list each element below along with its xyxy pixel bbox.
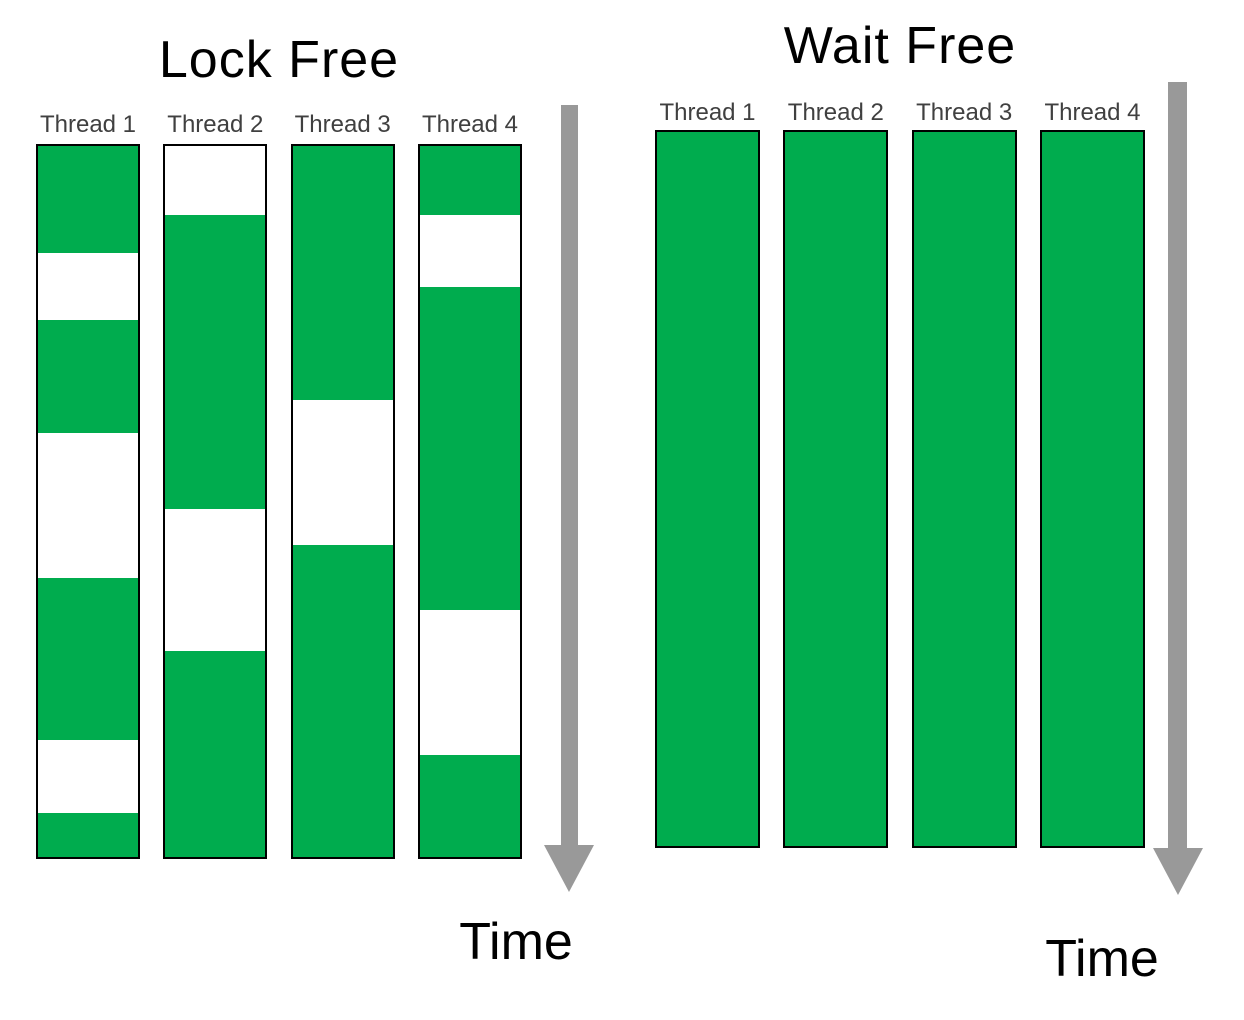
- segment-waiting: [38, 740, 138, 813]
- thread-label: Thread 3: [916, 99, 1013, 126]
- thread-label: Thread 1: [659, 99, 756, 126]
- segment-waiting: [165, 146, 266, 215]
- thread: Thread 3: [911, 96, 1017, 848]
- segment-running: [1041, 132, 1143, 846]
- segment-waiting: [38, 253, 138, 321]
- wait-free-thread-columns: Thread 1 Thread 2 Thread 3 Thread 4: [655, 96, 1145, 848]
- segment-running: [38, 320, 138, 433]
- thread-column: [290, 144, 395, 859]
- segment-waiting: [419, 214, 520, 288]
- thread: Thread 2: [783, 96, 889, 848]
- segment-waiting: [38, 432, 138, 578]
- segment-running: [419, 755, 520, 857]
- segment-running: [165, 214, 266, 510]
- thread: Thread 1: [36, 106, 140, 859]
- segment-running: [165, 650, 266, 857]
- segment-running: [419, 287, 520, 611]
- time-arrow-head-right-icon: [1153, 848, 1203, 895]
- segment-running: [785, 132, 887, 846]
- segment-running: [913, 132, 1015, 846]
- segment-running: [38, 812, 138, 857]
- thread-column: [911, 130, 1017, 848]
- thread: Thread 3: [290, 106, 395, 859]
- thread-column: [417, 144, 522, 859]
- segment-running: [657, 132, 758, 846]
- thread-label: Thread 2: [787, 99, 884, 126]
- thread-label: Thread 1: [39, 111, 137, 138]
- segment-waiting: [292, 399, 393, 545]
- thread: Thread 2: [163, 106, 268, 859]
- wait-free-title: Wait Free: [783, 17, 1017, 75]
- time-arrow-shaft-right: [1168, 82, 1187, 848]
- time-arrow-shaft-left: [561, 105, 578, 845]
- thread-label: Thread 4: [421, 111, 519, 138]
- thread: Thread 4: [1039, 96, 1145, 848]
- time-label-right: Time: [1045, 930, 1159, 988]
- thread: Thread 1: [655, 96, 760, 848]
- segment-running: [292, 146, 393, 400]
- segment-running: [419, 146, 520, 215]
- thread-label: Thread 3: [294, 111, 391, 138]
- thread-column: [783, 130, 889, 848]
- thread-column: [1039, 130, 1145, 848]
- thread-label: Thread 2: [167, 111, 264, 138]
- lock-free-thread-columns: Thread 1 Thread 2 Thread 3 Thread 4: [36, 106, 522, 859]
- segment-running: [38, 577, 138, 741]
- thread-column: [655, 130, 760, 848]
- segment-running: [292, 544, 393, 857]
- thread-column: [163, 144, 268, 859]
- segment-waiting: [419, 610, 520, 756]
- lock-free-title: Lock Free: [158, 31, 400, 89]
- segment-running: [38, 146, 138, 254]
- time-label-left: Time: [459, 913, 573, 971]
- segment-waiting: [165, 509, 266, 651]
- time-arrow-head-left-icon: [544, 845, 594, 892]
- thread: Thread 4: [417, 106, 522, 859]
- thread-column: [36, 144, 140, 859]
- thread-label: Thread 4: [1044, 99, 1141, 126]
